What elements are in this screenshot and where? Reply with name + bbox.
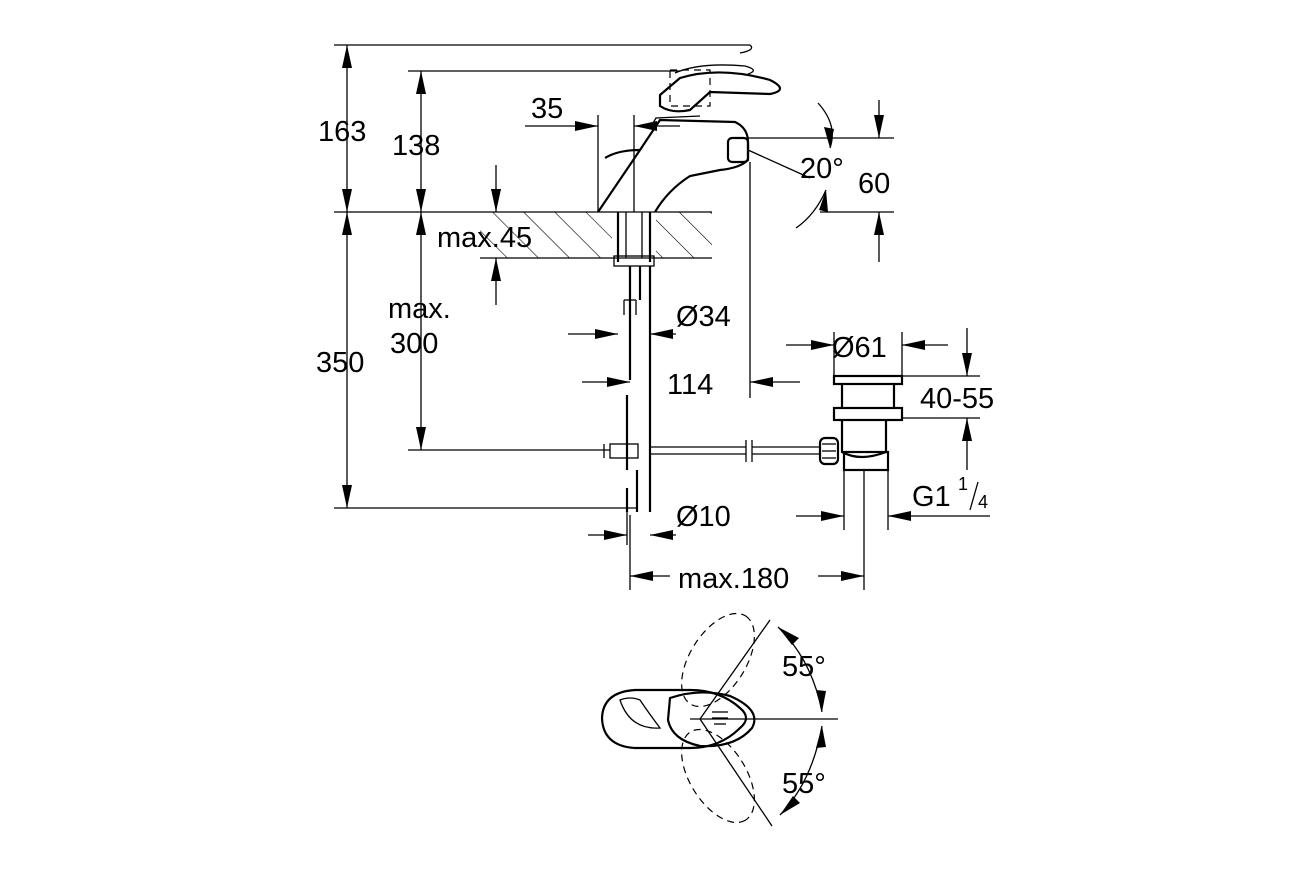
dim-60: 60 bbox=[858, 168, 890, 200]
dim-g1: G1 bbox=[912, 481, 951, 513]
dim-114: 114 bbox=[667, 369, 713, 401]
countertop-section bbox=[334, 211, 712, 259]
angle-bottom-55: 55° bbox=[782, 768, 826, 800]
dim-diameter-34: Ø34 bbox=[676, 301, 731, 333]
dim-138: 138 bbox=[392, 130, 440, 162]
dim-max-300-line2: 300 bbox=[390, 328, 438, 360]
dim-40-55: 40-55 bbox=[920, 383, 994, 415]
dim-max-300-line1: max. bbox=[388, 293, 451, 325]
dim-max-180: max.180 bbox=[678, 563, 789, 595]
dim-g1-1-4: G1 1 4 bbox=[912, 474, 988, 513]
angle-top-55: 55° bbox=[782, 651, 826, 683]
dim-diameter-10: Ø10 bbox=[676, 501, 731, 533]
faucet-body bbox=[597, 64, 820, 512]
dim-350: 350 bbox=[316, 347, 364, 379]
dim-diameter-61: Ø61 bbox=[832, 332, 887, 364]
side-view: 163 138 35 20° 60 max.45 max. 300 350 Ø3… bbox=[316, 44, 994, 595]
dim-max-45: max.45 bbox=[437, 222, 532, 254]
dim-20-degrees: 20° bbox=[800, 153, 844, 185]
dim-g1-numerator: 1 bbox=[958, 474, 968, 494]
dimension-lines bbox=[342, 45, 990, 581]
waste-assembly bbox=[818, 374, 904, 472]
top-view: 55° 55° bbox=[600, 612, 838, 827]
dim-163: 163 bbox=[318, 116, 366, 148]
dim-35: 35 bbox=[531, 93, 563, 125]
extension-lines bbox=[334, 44, 980, 590]
dim-g1-denominator: 4 bbox=[978, 492, 988, 512]
